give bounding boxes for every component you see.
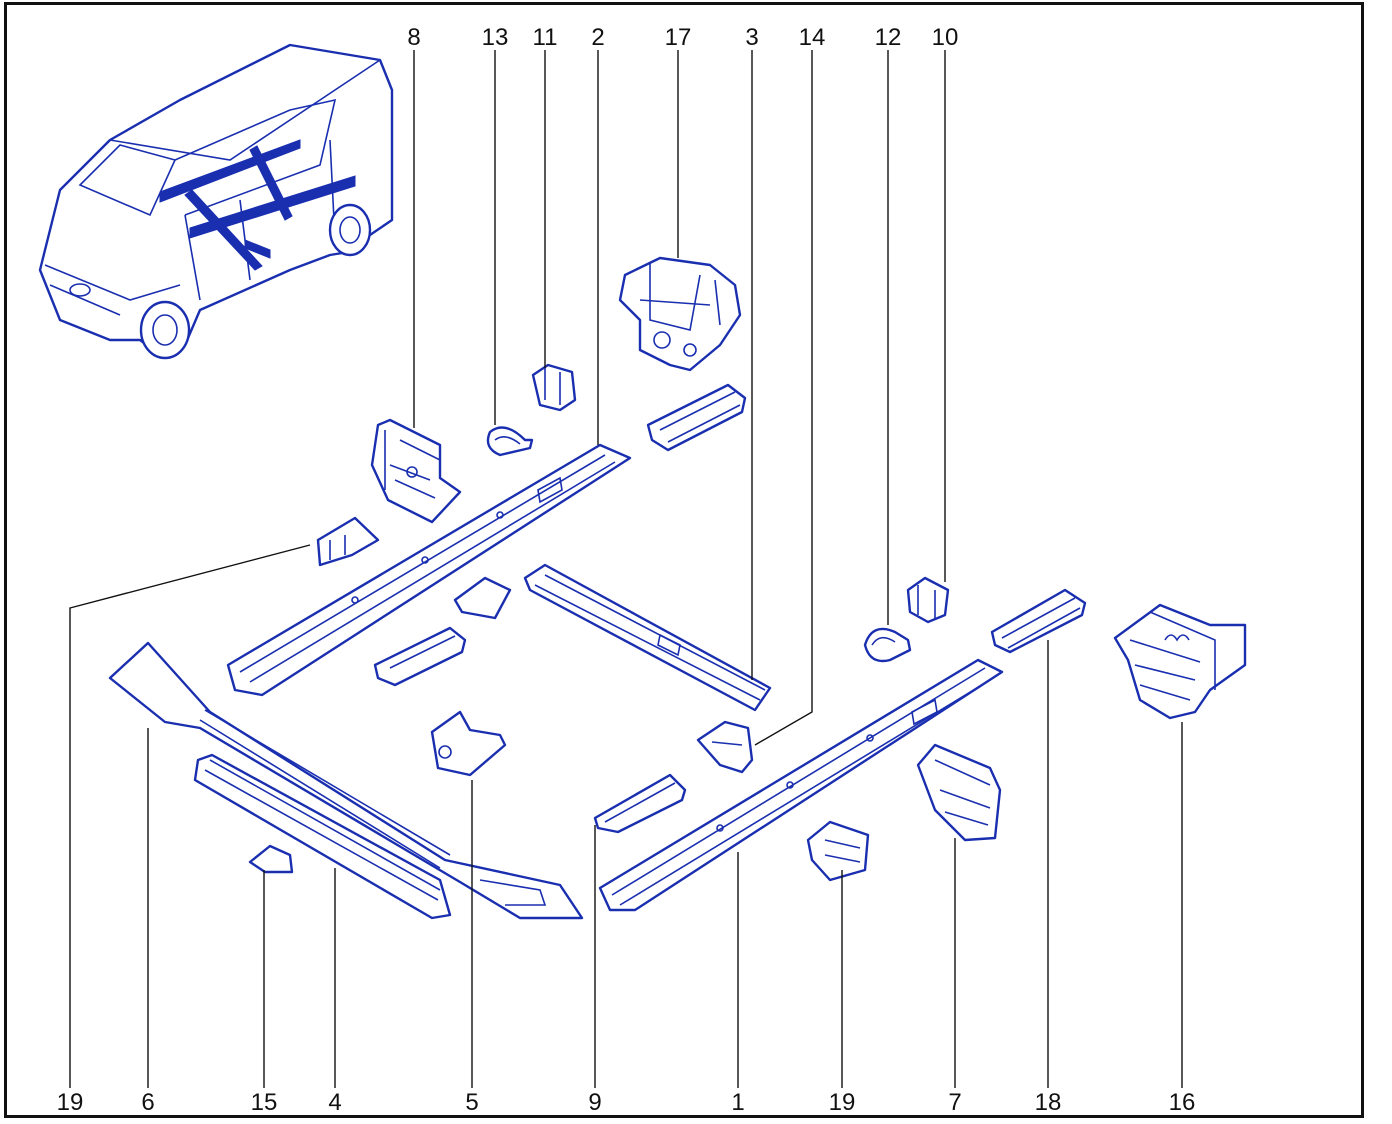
part-12-u-clip (863, 627, 912, 663)
callout-17: 17 (665, 24, 692, 51)
callout-18: 18 (1035, 1089, 1062, 1116)
part-14-bracket (696, 720, 754, 774)
callout-9: 9 (588, 1089, 601, 1116)
van-illustration (38, 43, 394, 360)
part-center-plate (373, 626, 467, 687)
callout-16: 16 (1169, 1089, 1196, 1116)
part-3-bracket (646, 383, 747, 452)
part-8-bracket (370, 418, 462, 524)
callout-13: 13 (482, 24, 509, 51)
part-19-right-bracket (806, 820, 870, 882)
callout-14: 14 (799, 24, 826, 51)
part-15-clip (248, 844, 294, 874)
part-13-u-clip (486, 426, 534, 457)
callout-3: 3 (745, 24, 758, 51)
part-7-bracket (916, 743, 1002, 842)
callout-1: 1 (731, 1089, 744, 1116)
callout-12: 12 (875, 24, 902, 51)
callout-15: 15 (251, 1089, 278, 1116)
part-4-rail (193, 753, 452, 920)
callout-2: 2 (591, 24, 604, 51)
part-19-left-bracket (316, 516, 380, 567)
part-center-clip (453, 576, 512, 620)
cross-member-3 (523, 563, 772, 712)
callout-4: 4 (328, 1089, 341, 1116)
diagram-frame (4, 2, 1364, 1118)
part-5-bracket (430, 710, 507, 777)
callout-19-right: 19 (829, 1089, 856, 1116)
callout-19-left: 19 (57, 1089, 84, 1116)
part-6-long-rail (108, 641, 584, 920)
part-11-clip (531, 363, 577, 412)
part-2-long-rail (226, 443, 632, 697)
callout-7: 7 (948, 1089, 961, 1116)
callout-10: 10 (932, 24, 959, 51)
part-9-plate (593, 773, 687, 834)
part-16-bracket-assembly (1113, 603, 1247, 720)
part-10-clip (906, 576, 950, 624)
callout-8: 8 (407, 24, 420, 51)
callout-labels-bottom: 19 6 15 4 5 9 1 19 7 18 16 (57, 1089, 1196, 1116)
callout-6: 6 (141, 1089, 154, 1116)
part-1-long-rail (598, 658, 1004, 912)
callout-labels-top: 8 13 11 2 17 3 14 12 10 (407, 24, 958, 51)
leader-lines-bottom (69, 544, 1183, 1088)
part-17-bracket-assembly (618, 256, 742, 372)
callout-5: 5 (465, 1089, 478, 1116)
leader-lines-top (413, 50, 946, 746)
callout-11: 11 (533, 24, 558, 51)
part-18-plate (990, 588, 1087, 654)
